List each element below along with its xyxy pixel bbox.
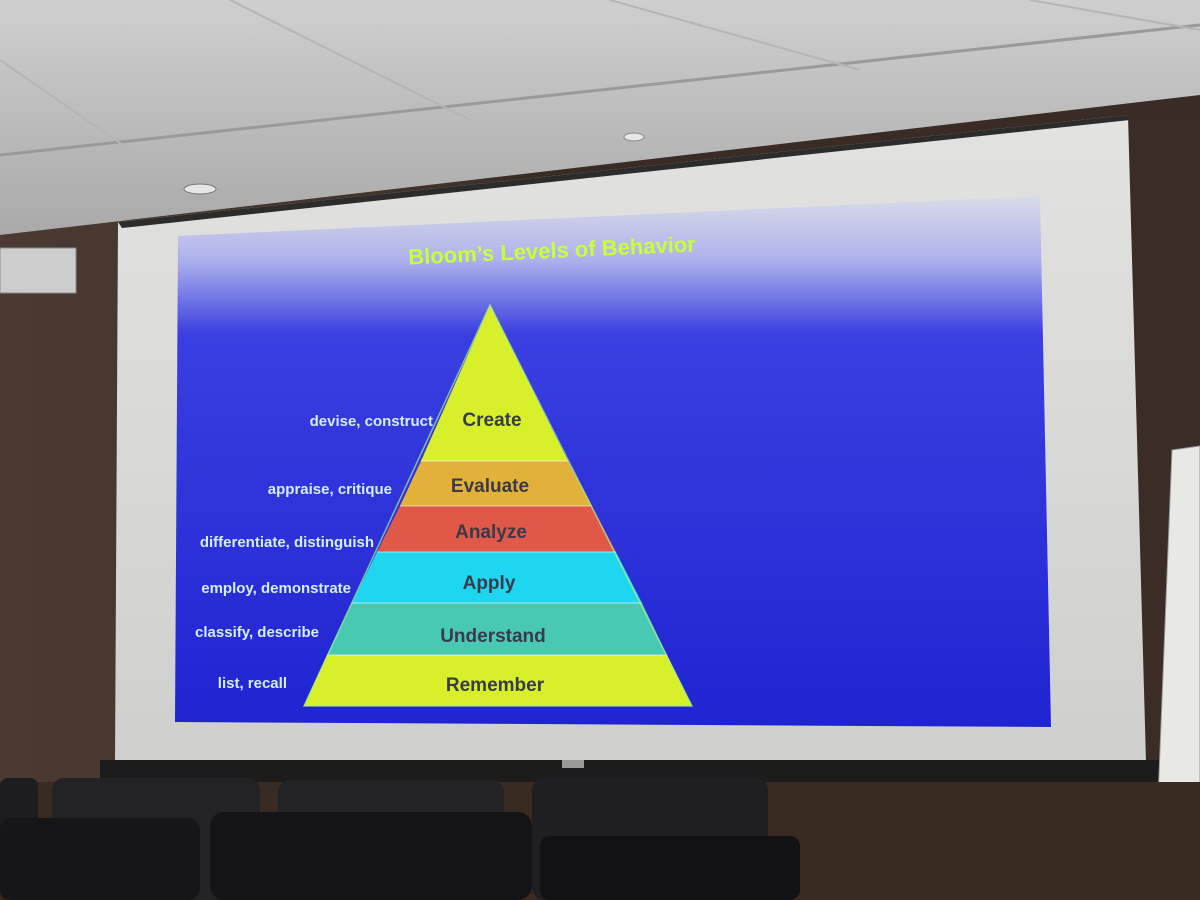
wall-speaker [0,247,77,294]
ceiling-light [183,183,217,195]
level-label-analyze: Analyze [455,522,527,543]
pyramid-level-create [421,305,568,461]
ceiling-sensor [623,132,645,142]
verb-label-analyze: differentiate, distinguish [200,534,374,551]
level-label-evaluate: Evaluate [451,476,529,497]
verb-label-understand: classify, describe [195,624,319,641]
verb-label-evaluate: appraise, critique [268,481,392,498]
verb-label-apply: employ, demonstrate [201,580,351,597]
pyramid-level-analyze [377,506,616,552]
pyramid-level-evaluate [400,461,592,506]
level-label-create: Create [462,410,521,431]
level-label-understand: Understand [440,626,546,647]
pyramid-level-remember [304,655,692,706]
audience-chairs [0,778,800,900]
flip-chart [1157,445,1200,801]
level-label-remember: Remember [446,675,545,696]
pyramid-level-apply [352,552,642,603]
level-label-apply: Apply [463,573,516,594]
verb-label-remember: list, recall [218,675,287,692]
pyramid-level-understand [327,603,667,655]
verb-label-create: devise, construct [310,413,433,430]
